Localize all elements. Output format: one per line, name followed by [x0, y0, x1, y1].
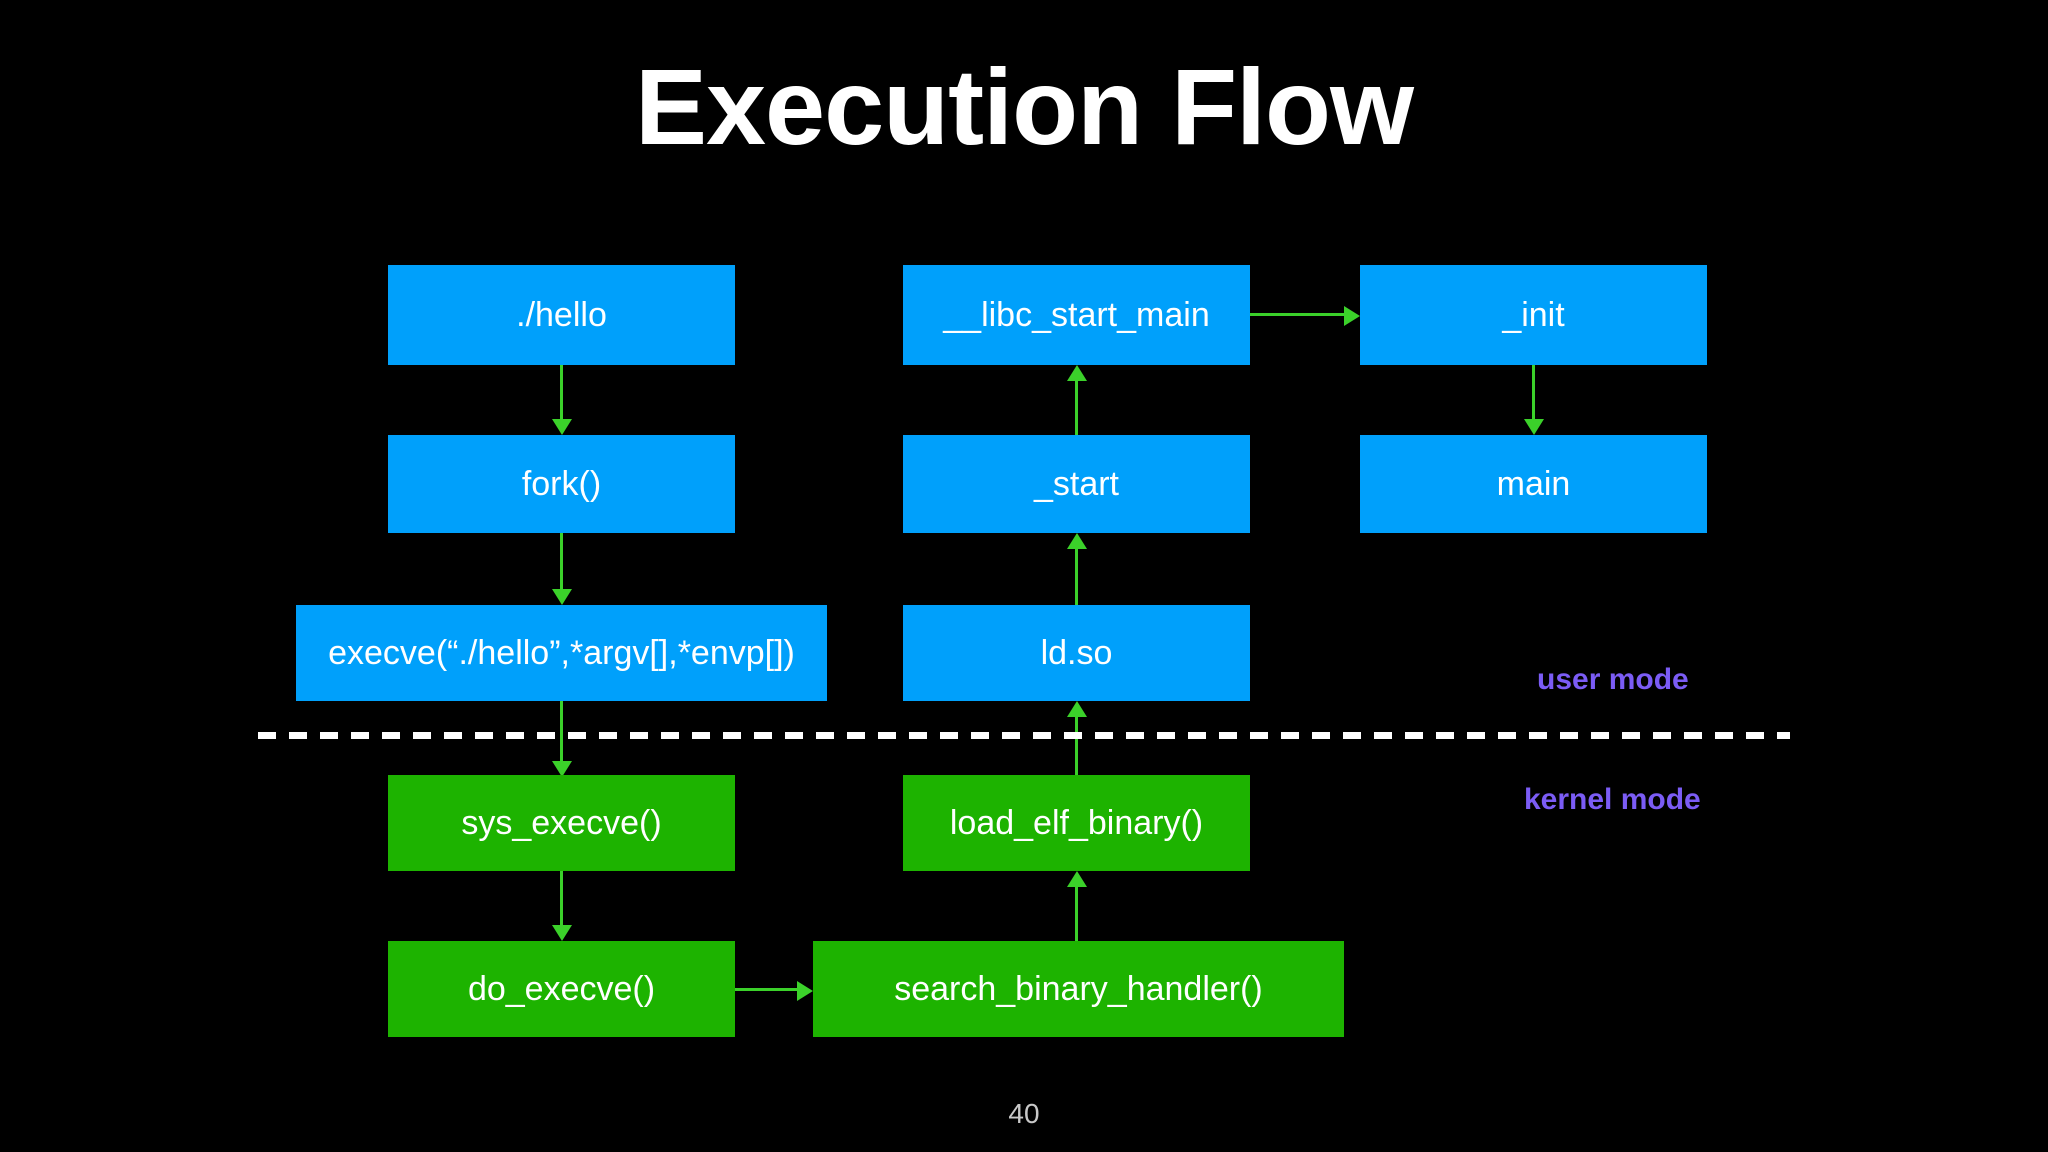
page-number: 40: [1008, 1098, 1040, 1129]
edge-search-binary-handler-to-load-elf-binary-line: [1075, 887, 1078, 941]
user-kernel-mode-divider: [258, 732, 1790, 739]
node-fork[interactable]: fork(): [388, 435, 735, 533]
node-sys-execve-label: sys_execve(): [461, 804, 662, 842]
edge-fork-to-execve-arrowhead-icon: [552, 589, 572, 605]
node-ld-so[interactable]: ld.so: [903, 605, 1250, 701]
node-start[interactable]: _start: [903, 435, 1250, 533]
page-title: Execution Flow: [634, 46, 1414, 167]
edge-search-binary-handler-to-load-elf-binary-arrowhead-icon: [1067, 871, 1087, 887]
edge-ld-so-to-start-arrowhead-icon: [1067, 533, 1087, 549]
node-init-label: _init: [1502, 296, 1565, 334]
node-init[interactable]: _init: [1360, 265, 1707, 365]
kernel-mode-label: kernel mode: [1524, 783, 1701, 816]
edge-hello-to-fork-arrowhead-icon: [552, 419, 572, 435]
node-execve[interactable]: execve(“./hello”,*argv[],*envp[]): [296, 605, 827, 701]
node-libc-start-main-label: __libc_start_main: [943, 296, 1210, 334]
node-hello[interactable]: ./hello: [388, 265, 735, 365]
node-hello-label: ./hello: [516, 296, 607, 334]
node-do-execve[interactable]: do_execve(): [388, 941, 735, 1037]
node-load-elf-binary[interactable]: load_elf_binary(): [903, 775, 1250, 871]
edge-execve-to-sys-execve-line: [560, 701, 563, 761]
edge-start-to-libc-start-main-line: [1075, 381, 1078, 435]
edge-do-execve-to-search-binary-handler-arrowhead-icon: [797, 981, 813, 1001]
user-mode-label: user mode: [1537, 663, 1689, 696]
node-main-label: main: [1496, 465, 1571, 503]
node-search-binary-handler-label: search_binary_handler(): [894, 970, 1263, 1008]
edge-sys-execve-to-do-execve-line: [560, 871, 563, 925]
node-ld-so-label: ld.so: [1040, 634, 1113, 672]
edge-ld-so-to-start-line: [1075, 549, 1078, 605]
node-execve-label: execve(“./hello”,*argv[],*envp[]): [328, 634, 795, 672]
node-main[interactable]: main: [1360, 435, 1707, 533]
node-do-execve-label: do_execve(): [467, 970, 656, 1008]
edge-execve-to-sys-execve-arrowhead-icon: [552, 761, 572, 777]
edge-do-execve-to-search-binary-handler-line: [735, 988, 797, 991]
node-libc-start-main[interactable]: __libc_start_main: [903, 265, 1250, 365]
edge-load-elf-binary-to-ld-so-arrowhead-icon: [1067, 701, 1087, 717]
edge-hello-to-fork-line: [560, 365, 563, 419]
edge-start-to-libc-start-main-arrowhead-icon: [1067, 365, 1087, 381]
edge-sys-execve-to-do-execve-arrowhead-icon: [552, 925, 572, 941]
edge-init-to-main-line: [1532, 365, 1535, 419]
node-fork-label: fork(): [521, 465, 602, 503]
node-sys-execve[interactable]: sys_execve(): [388, 775, 735, 871]
edge-init-to-main-arrowhead-icon: [1524, 419, 1544, 435]
node-search-binary-handler[interactable]: search_binary_handler(): [813, 941, 1344, 1037]
edge-libc-start-main-to-init-arrowhead-icon: [1344, 306, 1360, 326]
edge-fork-to-execve-line: [560, 533, 563, 589]
node-load-elf-binary-label: load_elf_binary(): [949, 804, 1204, 842]
edge-load-elf-binary-to-ld-so-line: [1075, 717, 1078, 775]
node-start-label: _start: [1033, 465, 1120, 503]
edge-libc-start-main-to-init-line: [1250, 313, 1344, 316]
